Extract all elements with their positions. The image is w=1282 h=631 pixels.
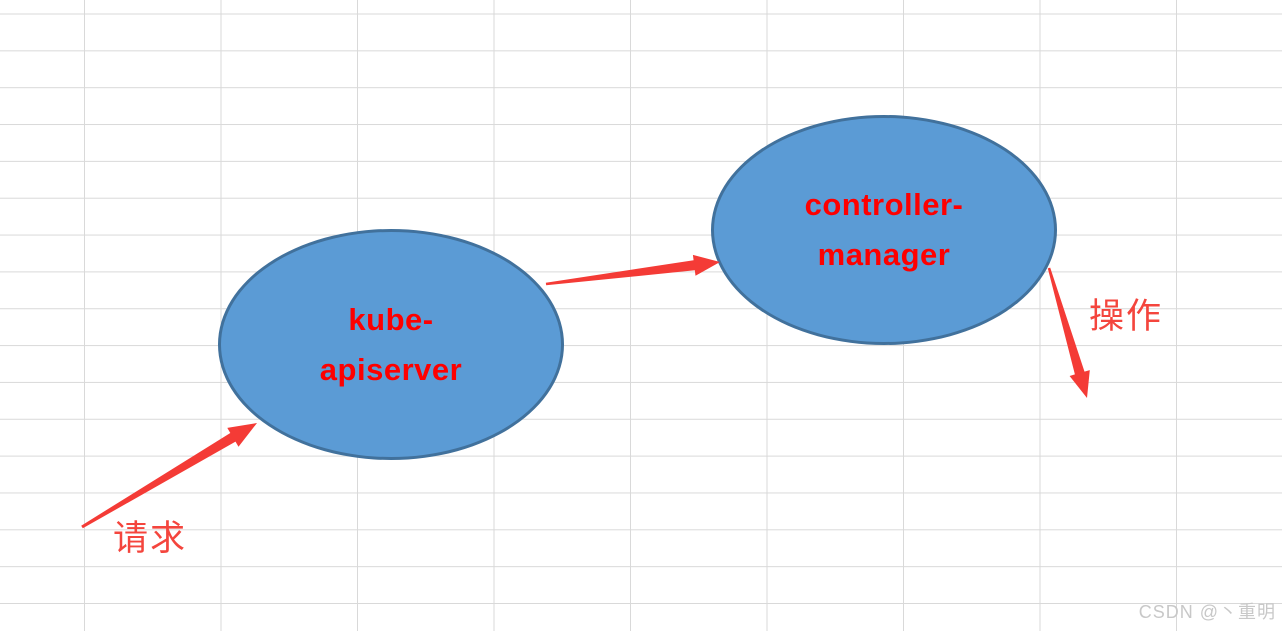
apiserver-to-controller-arrow[interactable] [545, 254, 720, 286]
operate-arrow[interactable] [1047, 267, 1090, 398]
node-controller-manager-label: controller- manager [804, 187, 964, 272]
node-controller-manager[interactable]: controller- manager [711, 115, 1057, 345]
csdn-watermark: CSDN @丶重明 [1138, 602, 1276, 622]
node-kube-apiserver-label: kube- apiserver [319, 301, 463, 387]
node-kube-apiserver[interactable]: kube- apiserver [218, 229, 564, 460]
request-arrow-label[interactable]: 请求 [113, 519, 188, 558]
request-arrow[interactable] [81, 423, 257, 529]
operate-arrow-label[interactable]: 操作 [1089, 297, 1164, 336]
